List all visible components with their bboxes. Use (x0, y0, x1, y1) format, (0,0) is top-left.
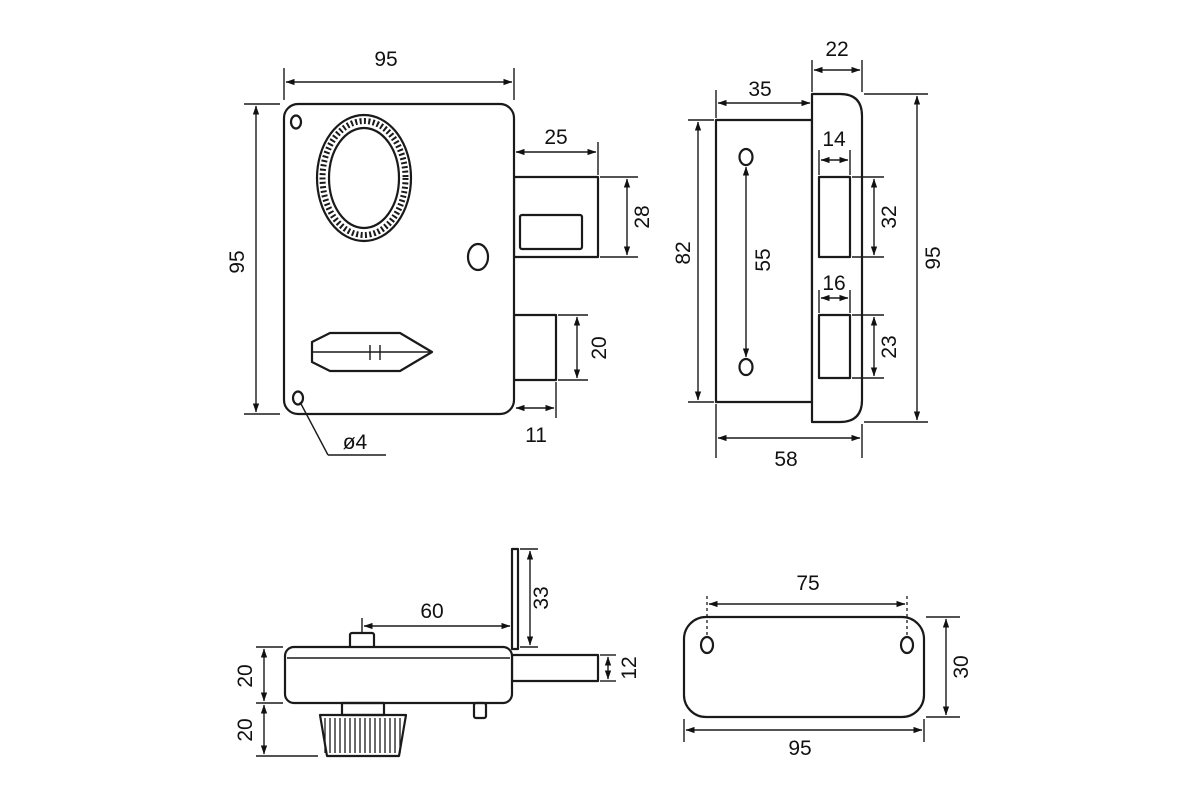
mounting-hole-bottom (291, 390, 305, 406)
side-body (283, 645, 514, 705)
cover-hole-spacing-label: 75 (796, 572, 819, 595)
thumb-turn (310, 331, 434, 373)
bottom-pin (472, 701, 488, 720)
total-depth-label: 58 (774, 448, 797, 471)
latch-slot-height-label: 23 (878, 335, 901, 358)
distance-label: 60 (420, 600, 443, 623)
knurled-knob (318, 713, 408, 758)
knob-stem (340, 701, 386, 717)
plate-depth-label: 22 (825, 38, 848, 61)
latch-height-label: 20 (588, 336, 611, 359)
cover-length-label: 95 (788, 737, 811, 760)
front-height-label: 95 (226, 250, 249, 273)
bolt-slot-width-label: 14 (822, 128, 846, 151)
bolt-rod (510, 653, 600, 683)
strike-hole-top (738, 147, 754, 167)
mounting-hole-top (289, 114, 303, 130)
bolt-slot-opening (817, 175, 852, 259)
bracket (510, 547, 520, 651)
top-button (348, 631, 376, 650)
plate-height-label: 95 (922, 246, 945, 269)
cover-plate-view: 75 30 95 (682, 572, 973, 760)
latch-length-label: 11 (525, 424, 547, 447)
cover-plate (682, 615, 926, 719)
front-view: 95 95 25 28 20 11 ø4 (226, 48, 654, 456)
release-hole (466, 242, 490, 272)
strike-hole-bottom (738, 357, 754, 377)
latch-slot-width-label: 16 (822, 272, 845, 295)
bracket-height-label: 33 (530, 586, 553, 609)
front-width-label: 95 (374, 48, 397, 71)
box-depth-label: 35 (748, 78, 771, 101)
latch (512, 313, 558, 382)
latch-slot-opening (817, 313, 852, 380)
strike-plate-view: 22 35 14 32 16 23 82 55 (672, 38, 945, 471)
side-view: 20 20 33 60 12 (234, 547, 641, 758)
body-height-label: 20 (234, 664, 257, 687)
cover-hole-left (699, 635, 715, 655)
knob-height-label: 20 (234, 718, 257, 741)
bolt (512, 175, 600, 259)
cover-hole-right (899, 635, 915, 655)
cylinder-ring (315, 113, 413, 243)
box-height-label: 82 (672, 241, 695, 264)
bolt-slot-height-label: 32 (878, 205, 901, 228)
bolt-height-label: 28 (631, 205, 654, 228)
bolt-thickness-label: 12 (618, 656, 641, 679)
bolt-length-label: 25 (544, 126, 567, 149)
hole-diameter-label: ø4 (343, 431, 368, 454)
lock-body (282, 102, 516, 416)
hole-spacing-label: 55 (752, 248, 775, 271)
cover-height-label: 30 (950, 655, 973, 678)
bolt-slot (518, 213, 584, 251)
